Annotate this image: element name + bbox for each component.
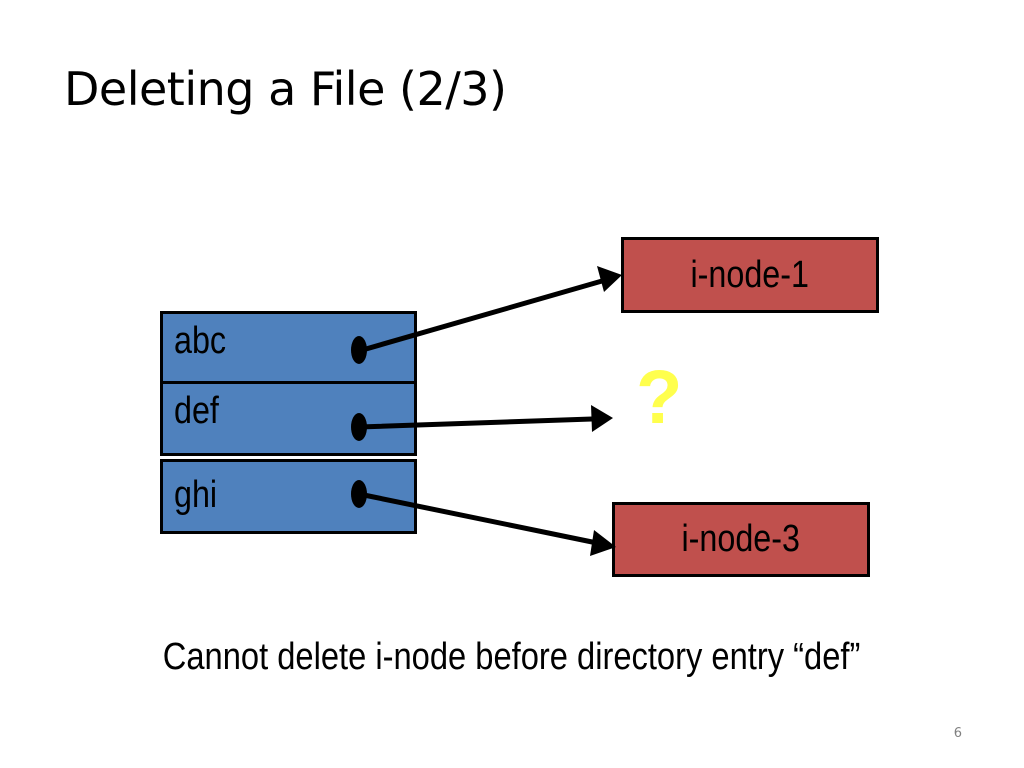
arrow-ghi-to-inode-3 — [356, 491, 600, 546]
page-number: 6 — [953, 726, 962, 741]
inode-3-label: i-node-3 — [681, 518, 801, 560]
directory-entry-def: def — [160, 381, 417, 456]
arrow-def-to-missing — [356, 416, 595, 430]
inode-1-box: i-node-1 — [621, 237, 879, 313]
pointer-dot-abc — [351, 336, 367, 364]
caption-text: Cannot delete i-node before directory en… — [163, 636, 861, 678]
inode-3-box: i-node-3 — [612, 502, 870, 577]
arrow-abc-to-inode-1 — [356, 278, 605, 354]
arrowhead-ghi — [590, 530, 616, 556]
slide-title: Deleting a File (2/3) — [64, 62, 507, 116]
inode-1-label: i-node-1 — [690, 253, 810, 296]
arrowhead-def — [591, 405, 613, 432]
arrowhead-abc — [597, 266, 622, 292]
entry-name-def: def — [174, 390, 219, 432]
entry-name-ghi: ghi — [174, 474, 218, 516]
missing-inode-question-mark: ? — [636, 355, 683, 440]
entry-name-abc: abc — [174, 320, 227, 362]
slide-caption: Cannot delete i-node before directory en… — [0, 636, 1024, 679]
pointer-dot-def — [351, 413, 367, 441]
pointer-dot-ghi — [351, 480, 367, 508]
